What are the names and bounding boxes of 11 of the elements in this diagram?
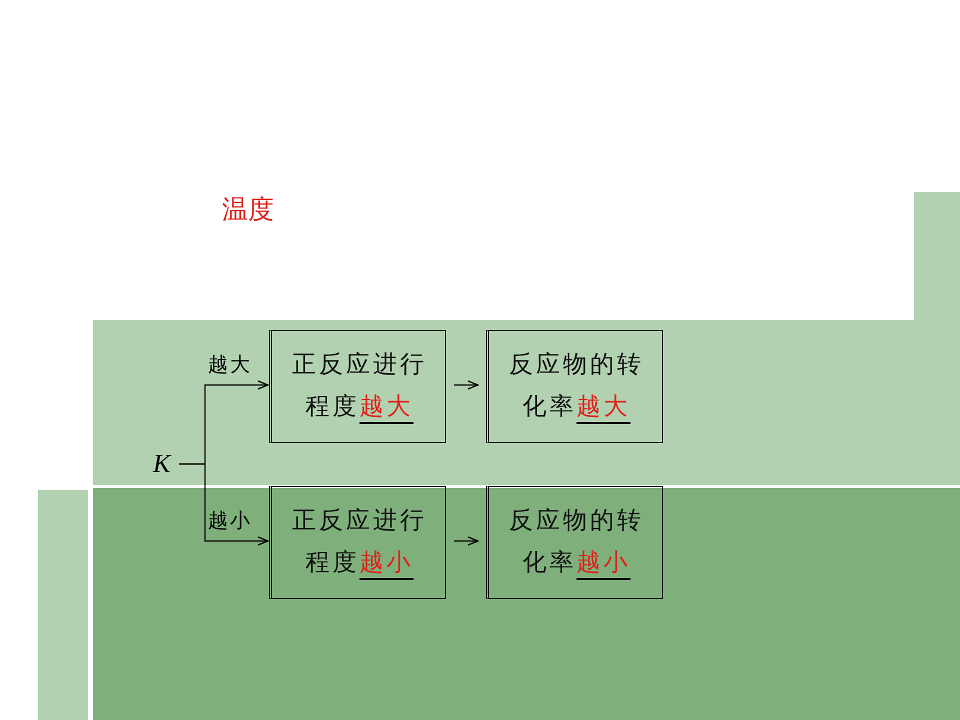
process-box: 正反应进行程度越小 [269, 486, 446, 599]
arrow [454, 380, 479, 390]
edge-label: 越大 [208, 351, 252, 378]
process-box: 反应物的转化率越小 [486, 486, 663, 599]
edge-label: 越小 [208, 507, 252, 534]
variable-label: K [153, 448, 179, 480]
process-box: 正反应进行程度越大 [269, 330, 446, 443]
arrow [454, 536, 479, 546]
arrow [179, 463, 269, 546]
process-box: 反应物的转化率越大 [486, 330, 663, 443]
answer-text: 温度 [222, 194, 274, 227]
